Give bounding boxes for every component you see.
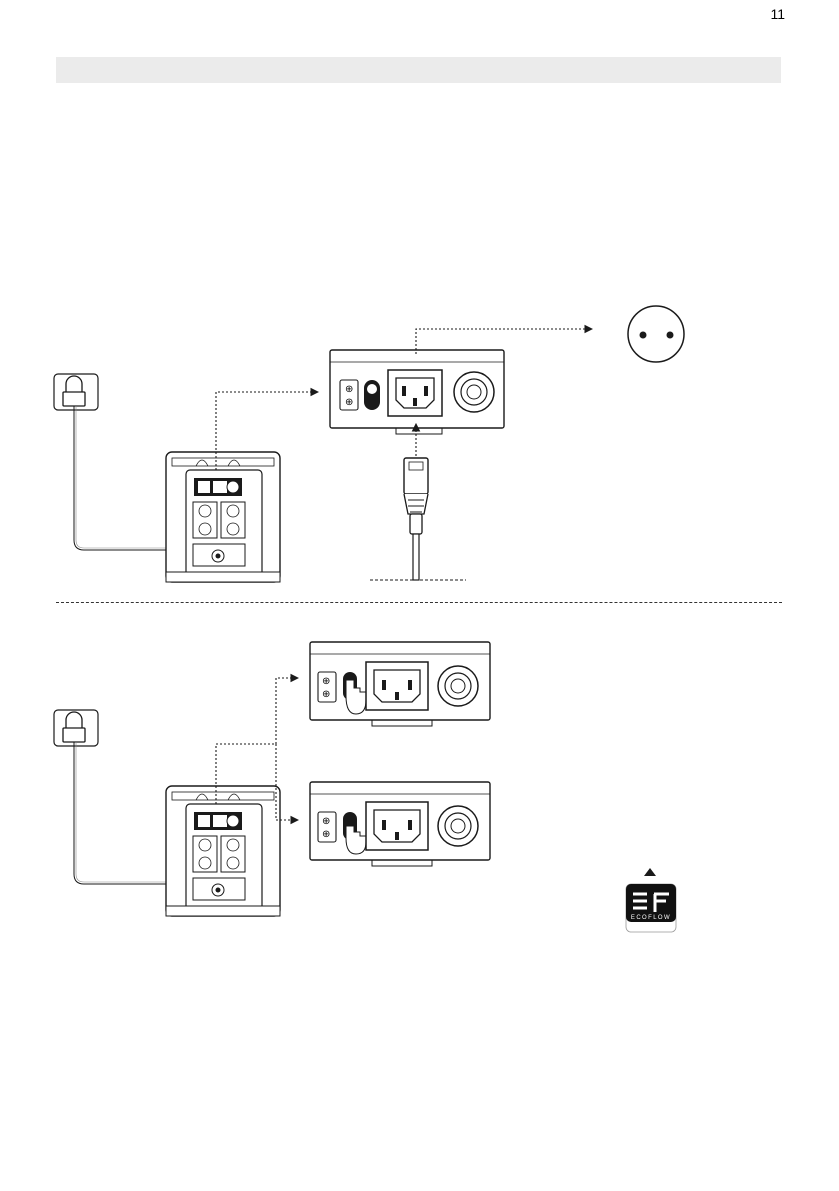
switch-panel-on: ⊕ ⊕ (310, 642, 490, 726)
power-station-rear-2 (166, 786, 280, 916)
up-arrow-icon (644, 868, 656, 876)
wall-socket-icon (628, 306, 684, 362)
wall-outlet-icon (54, 374, 98, 410)
svg-text:⊕: ⊕ (322, 689, 330, 700)
svg-text:⊕: ⊕ (345, 384, 353, 395)
svg-text:⊕: ⊕ (322, 816, 330, 827)
svg-text:ECOFLOW: ECOFLOW (631, 915, 671, 921)
svg-text:⊕: ⊕ (345, 397, 353, 408)
switch-panel-off: ⊕ ⊕ (310, 782, 490, 866)
svg-text:⊕: ⊕ (322, 829, 330, 840)
logo-wordmark: ECOFLOW (626, 912, 676, 922)
power-cord-icon (404, 458, 428, 580)
svg-text:⊕: ⊕ (322, 676, 330, 687)
ecoflow-app-icon (626, 884, 676, 932)
power-station-rear (166, 452, 280, 582)
ac-input-panel-zoom: ⊕ ⊕ (330, 350, 504, 434)
wall-outlet-icon-2 (54, 710, 98, 746)
